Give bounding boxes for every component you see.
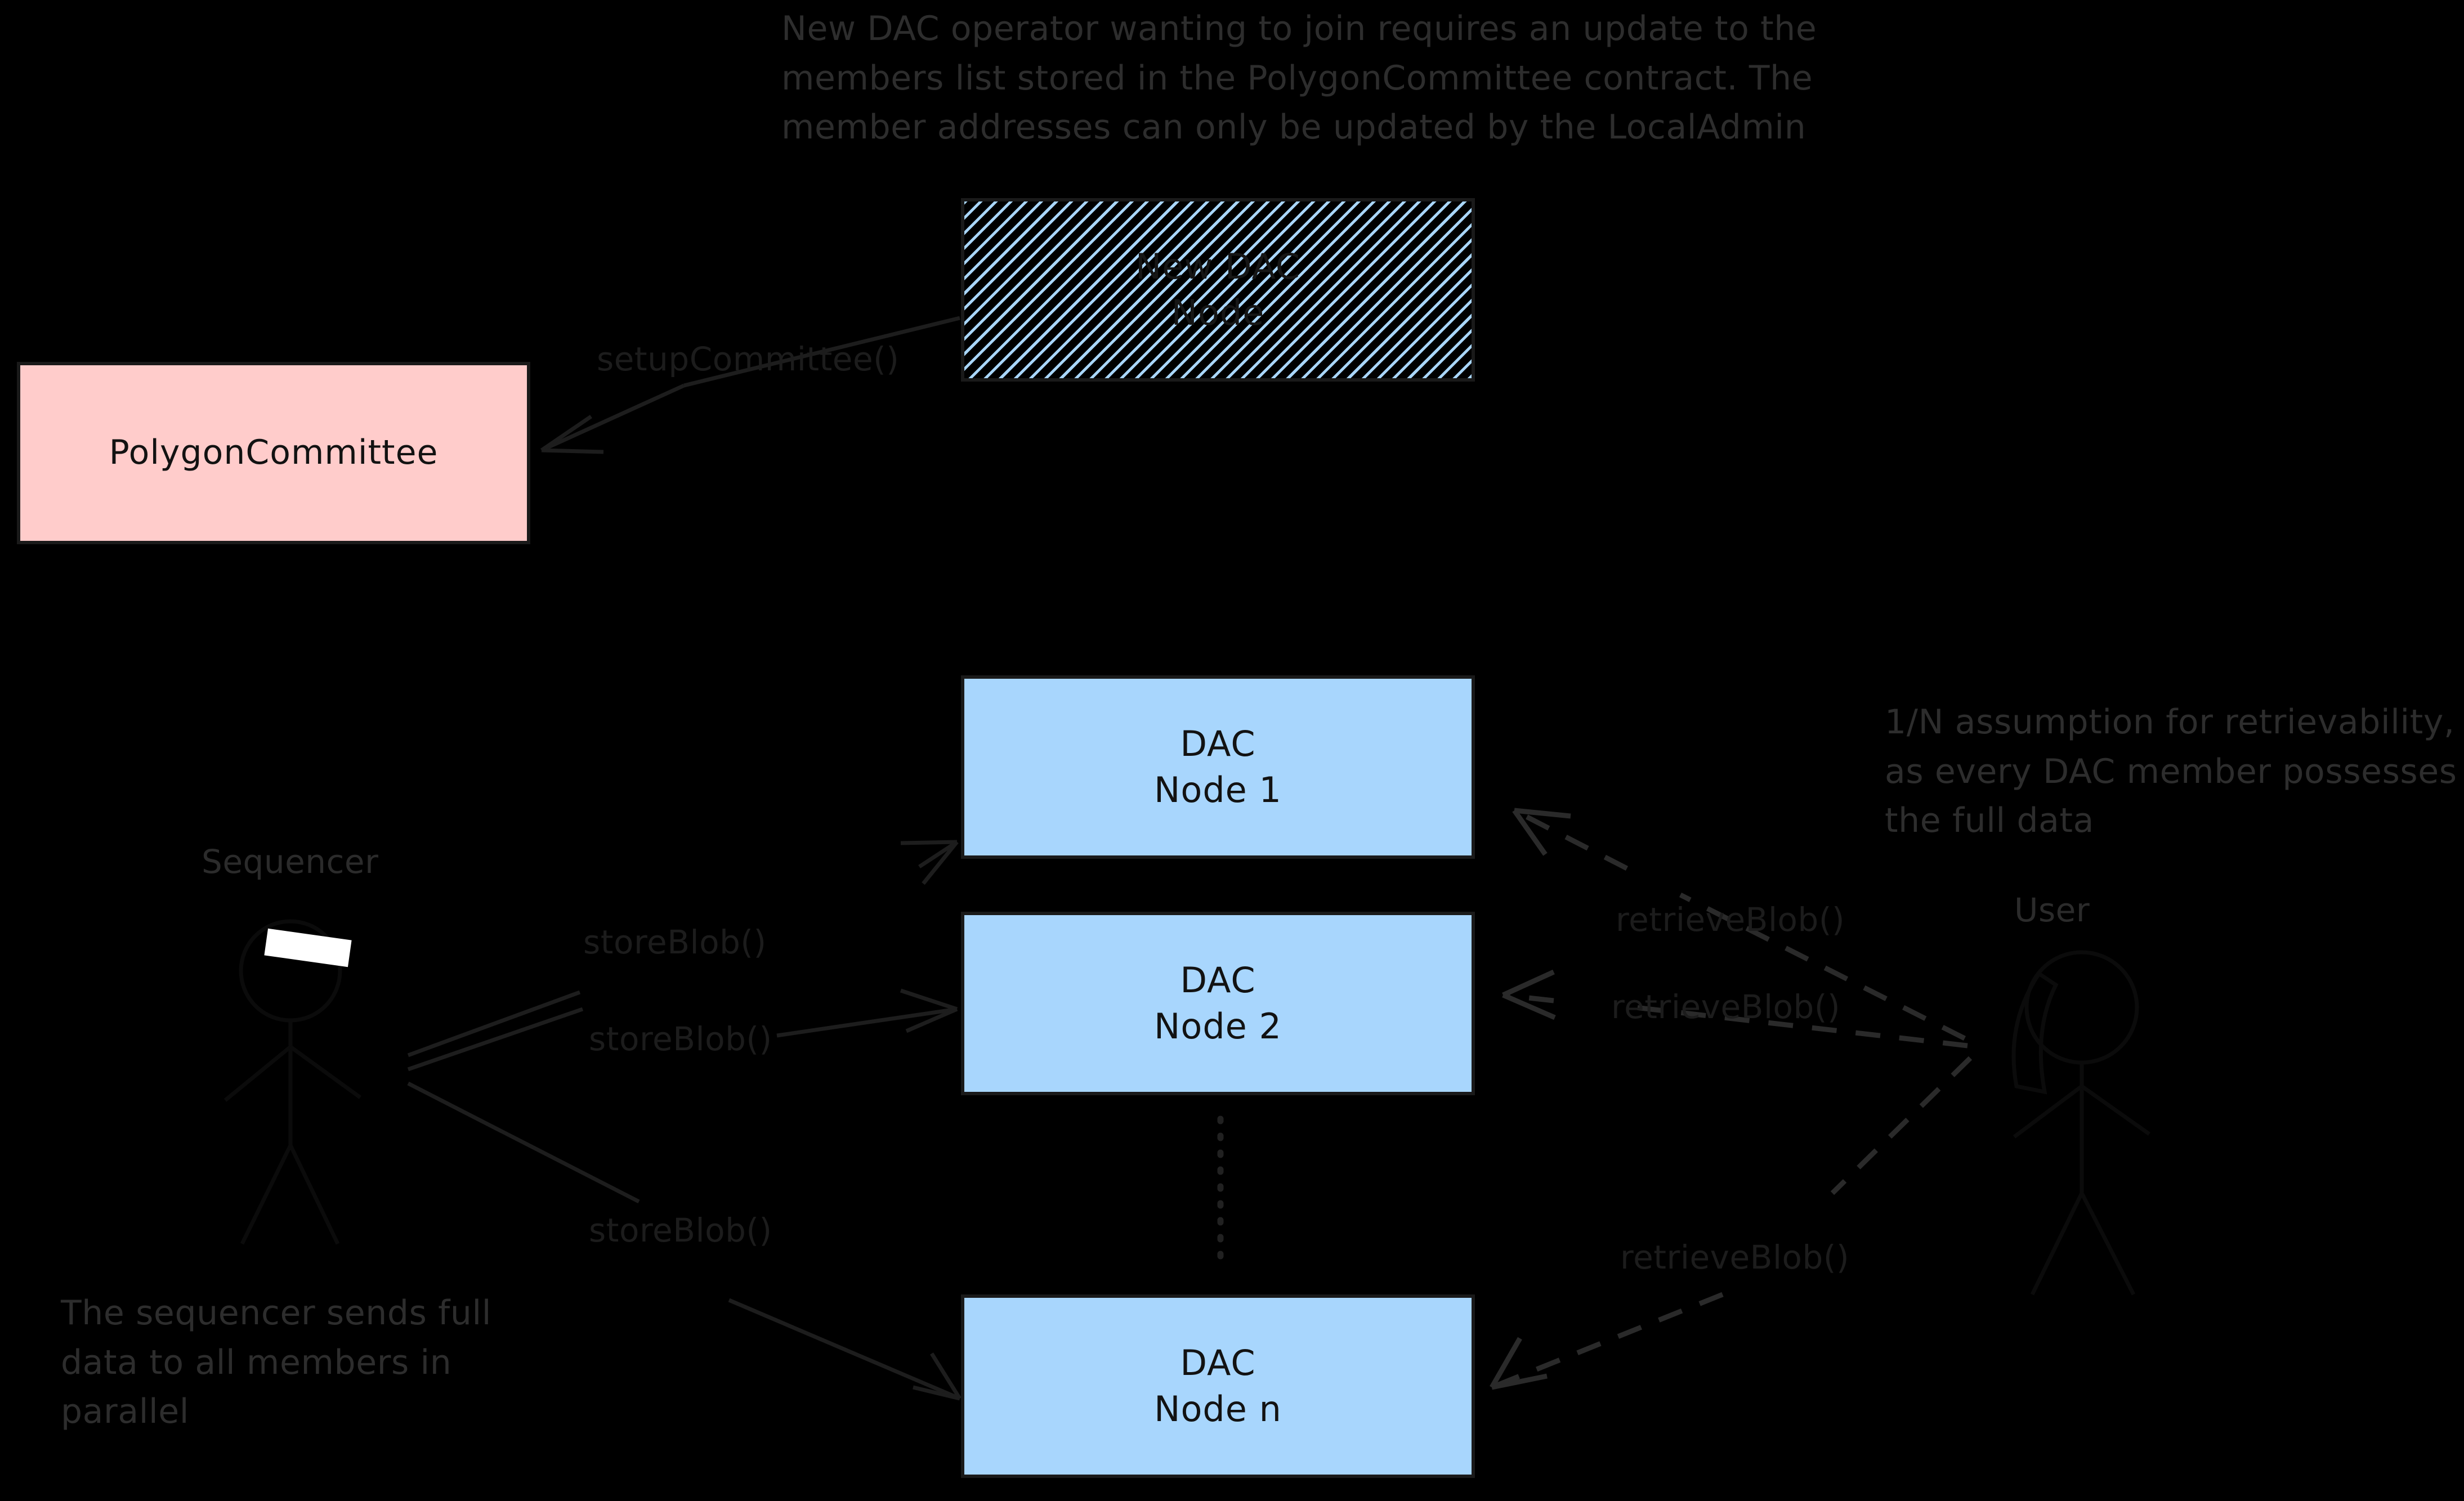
edge-label-store-blob-1: storeBlob() — [583, 923, 767, 961]
node-dac-1-label-line1: DAC — [1180, 723, 1256, 765]
node-new-dac-label-line2: Node — [1171, 292, 1265, 333]
node-dac-n-label-line2: Node n — [1154, 1388, 1282, 1430]
node-dac-1[interactable]: DAC Node 1 — [961, 675, 1475, 859]
node-dac-n-label-line1: DAC — [1180, 1342, 1256, 1384]
sequencer-figure — [223, 919, 362, 1245]
node-new-dac[interactable]: New DAC Node — [961, 198, 1475, 382]
edge-label-retrieve-blob-1: retrieveBlob() — [1616, 900, 1845, 939]
edge-label-retrieve-blob-2: retrieveBlob() — [1611, 988, 1841, 1026]
actor-label-user: User — [2014, 891, 2090, 929]
node-polygon-committee[interactable]: PolygonCommittee — [17, 362, 530, 544]
node-polygon-committee-label: PolygonCommittee — [109, 433, 439, 473]
node-dac-n[interactable]: DAC Node n — [961, 1294, 1475, 1478]
edge-label-setup-committee: setupCommittee() — [597, 340, 900, 378]
annotation-bottom-left-note: The sequencer sends full data to all mem… — [61, 1293, 492, 1432]
edge-retrieve-blob-n — [1490, 1056, 1973, 1390]
node-dac-1-label-line2: Node 1 — [1154, 769, 1282, 810]
annotation-top-note: New DAC operator wanting to join require… — [781, 9, 1817, 147]
node-dac-2-label-line2: Node 2 — [1154, 1006, 1282, 1047]
edge-setup-committee — [540, 316, 960, 454]
node-dac-2-label-line1: DAC — [1180, 960, 1256, 1001]
edge-label-store-blob-n: storeBlob() — [589, 1211, 772, 1249]
user-figure — [2011, 950, 2151, 1296]
edge-label-store-blob-2: storeBlob() — [589, 1020, 772, 1058]
actor-label-sequencer: Sequencer — [202, 843, 379, 881]
edge-label-retrieve-blob-n: retrieveBlob() — [1620, 1238, 1850, 1276]
sequencer-head-highlight — [264, 928, 352, 967]
annotation-right-note: 1/N assumption for retrievability, as ev… — [1885, 702, 2457, 841]
node-dac-2[interactable]: DAC Node 2 — [961, 912, 1475, 1095]
node-new-dac-label-line1: New DAC — [1135, 246, 1301, 288]
